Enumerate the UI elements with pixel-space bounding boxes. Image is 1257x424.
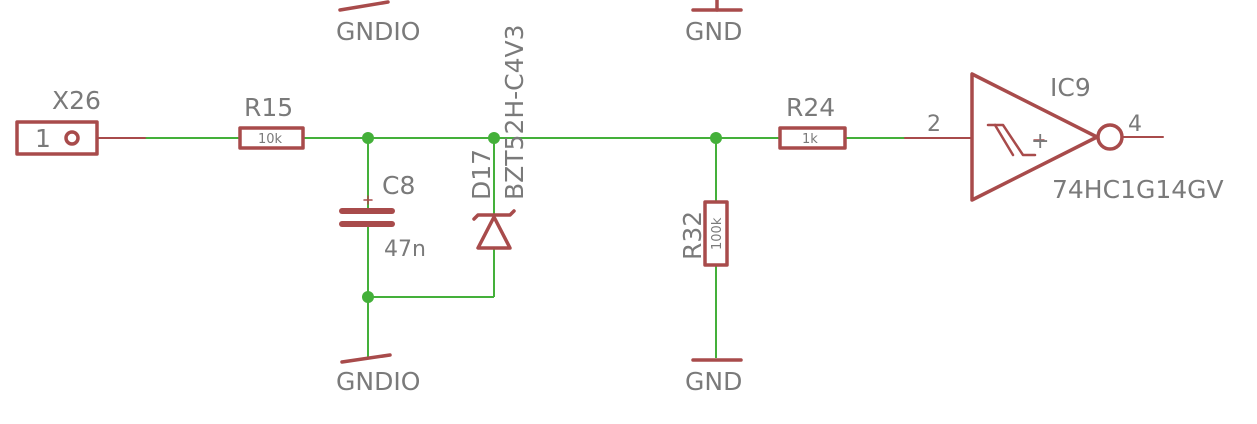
junctions [362,132,722,303]
d17-name: D17 [467,149,496,200]
gndio-bottom-label: GNDIO [336,367,420,396]
ic9-output-pin: 4 [1128,112,1142,137]
r32-value: 100k [710,217,725,250]
ic9-plus-sign: + [1031,129,1049,154]
r15-name: R15 [244,93,293,122]
resistor-r15: R15 10k [238,93,305,150]
gnd-bottom-label: GND [685,367,742,396]
junction-d17 [488,132,500,144]
gndio-top-label: GNDIO [336,17,420,46]
r32-name: R32 [678,211,707,260]
junction-c8 [362,132,374,144]
junction-r32 [710,132,722,144]
d17-part: BZT52H-C4V3 [500,24,529,200]
gnd-bottom-symbol: GND [685,358,743,396]
r24-name: R24 [786,93,835,122]
gnd-top-symbol: GND [685,0,743,46]
c8-name: C8 [382,171,415,200]
gndio-bottom-symbol: GNDIO [336,353,420,396]
ic9-part: 74HC1G14GV [1052,175,1224,204]
resistor-r32: R32 100k [678,200,729,267]
capacitor-c8: C8 47n [339,171,426,262]
gnd-top-label: GND [685,17,742,46]
junction-ground [362,291,374,303]
r24-value: 1k [802,132,818,147]
resistor-r24: R24 1k [778,93,847,150]
connector-name: X26 [52,86,101,115]
c8-value: 47n [384,237,426,262]
connector-x26: 1 X26 [15,86,146,156]
ic9-name: IC9 [1050,73,1091,102]
connector-pin-label: 1 [35,124,51,153]
schmitt-inverter-ic9: + IC9 74HC1G14GV 2 4 [904,72,1224,204]
r15-value: 10k [258,132,283,147]
wires [98,137,905,358]
zener-diode-d17: D17 BZT52H-C4V3 [467,24,529,250]
gndio-top-symbol: GNDIO [336,0,420,46]
ic9-input-pin: 2 [927,112,941,137]
